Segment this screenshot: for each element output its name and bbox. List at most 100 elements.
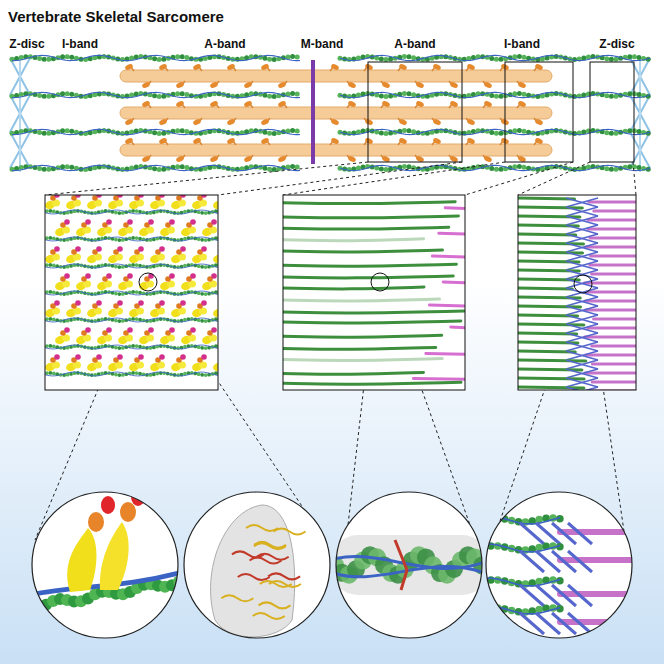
myosin-head [381,81,390,89]
light-chain [138,300,144,306]
actin-subunit [114,238,118,242]
actin-subunit [614,167,619,172]
actin-subunit [517,91,522,96]
myosin-head [415,100,424,108]
tropomyosin [484,544,560,552]
myosin-head [483,81,492,89]
thin-filament [283,299,439,301]
actin-subunit [489,166,494,171]
thin-filament [592,381,636,384]
actin-subunit [609,167,614,172]
actin-subunit [117,211,121,215]
actin-subunit [517,54,522,59]
thin-filament [283,276,453,278]
actin-subunit [135,209,139,213]
actin-subunit [46,167,51,172]
actin-subunit [138,345,142,349]
actin-subunit [379,56,384,61]
thin-filament [560,557,640,563]
myosin-head [449,81,458,89]
actin-subunit [114,319,118,323]
actin-subunit [272,94,277,99]
actin-subunit [614,57,619,62]
actin-subunit [48,209,52,213]
band-label: A-band [394,38,435,52]
actin-subunit [138,291,142,295]
actin-subunit [19,602,31,614]
thin-filament [283,335,442,337]
light-chain [96,300,102,306]
thin-filament [518,207,582,208]
thin-filament [283,239,424,241]
myosin-head [534,137,543,145]
alpha-actinin [566,198,598,207]
actin-subunit [637,165,642,170]
actin-subunit [65,91,70,96]
actin-subunit [52,210,56,214]
thick-filament-end [443,282,465,283]
actin-subunit [347,94,352,99]
myosin-head [175,100,184,108]
alpha-actinin [566,324,598,333]
alpha-actinin [566,252,598,261]
actin-subunit [175,128,180,133]
actin-subunit [131,236,135,240]
alpha-actinin [566,234,598,243]
alpha-actinin [566,225,598,234]
myosin-head [175,81,184,89]
light-chain [96,354,102,360]
myosin-head [277,81,286,89]
actin-subunit [411,165,416,170]
actin-subunit [69,165,74,170]
actin-subunit [42,94,47,99]
actin-subunit [494,131,499,136]
alpha-actinin [566,243,598,252]
myosin-head [260,137,269,145]
myosin-head [192,63,201,71]
panel-z-disc [518,198,636,390]
focus-circle [371,273,389,291]
actin-subunit [184,165,189,170]
actin-subunit [135,236,139,240]
actin-subunit [117,238,121,242]
light-chain [201,300,207,306]
thin-filament [283,372,423,374]
actin-subunit [604,166,609,171]
actin-subunit [46,94,51,99]
actin-subunit [499,57,504,62]
actin-subunit [121,211,125,215]
tropomyosin [340,55,650,60]
alpha-actinin [566,297,598,306]
actin-subunit [204,373,208,377]
ribbon [250,557,282,563]
actin-subunit [290,54,295,59]
light-chain [96,246,102,252]
actin-subunit [52,318,56,322]
title: Vertebrate Skeletal Sarcomere [8,8,224,25]
thin-filament [588,327,636,330]
light-chain [190,273,196,279]
myosin-head [209,81,218,89]
light-chain [85,219,91,225]
actin-subunit [604,130,609,135]
light-chain [54,300,60,306]
alpha-actinin [566,261,598,270]
light-chain [127,273,133,279]
ribbon [260,581,292,587]
zoom-box [368,62,462,162]
light-chain [190,327,196,333]
alpha-actinin [566,324,598,333]
actin-subunit [494,57,499,62]
alpha-actinin [566,207,598,216]
myosin-head [432,137,441,145]
alpha-actinin [566,234,598,243]
actin-subunit [37,130,42,135]
myosin-head [432,118,441,126]
actin-subunit [200,373,204,377]
actin-subunit [69,92,74,97]
alpha-actinin [566,333,598,342]
actin-subunit [180,128,185,133]
actin-subunit [411,55,416,60]
zoom-line [465,162,573,195]
actin-subunit [494,167,499,172]
